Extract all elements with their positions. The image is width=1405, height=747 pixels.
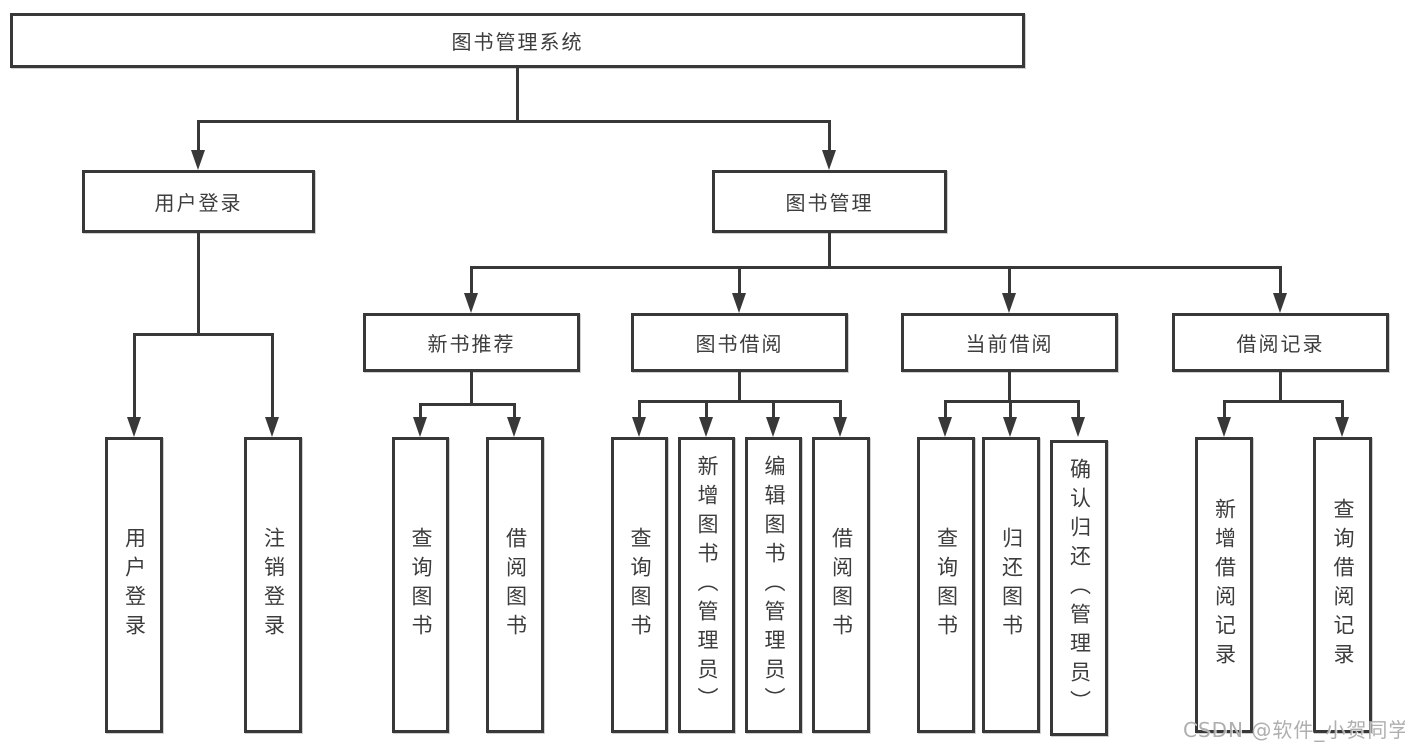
arrow-down-icon — [127, 417, 141, 437]
connector-drop-leaf — [271, 333, 274, 417]
arrow-down-icon — [1335, 417, 1349, 437]
connector-drop-borrowing-records — [1279, 266, 1282, 294]
connector-level2-hline — [470, 266, 1281, 269]
leaf-query-books-current: 查询图书 — [917, 437, 975, 733]
connector-drop-leaf — [772, 400, 775, 417]
connector-group1-hline — [133, 333, 274, 336]
node-current-borrowing: 当前借阅 — [901, 313, 1118, 372]
leaf-query-books-borrowing: 查询图书 — [611, 437, 668, 733]
connector-drop-leaf — [513, 403, 516, 417]
leaf-add-borrow-record: 新增借阅记录 — [1195, 437, 1253, 733]
connector-drop-user-login — [197, 120, 200, 152]
connector-borrowing-records-stub — [1279, 372, 1282, 402]
connector-group5-hline — [1223, 400, 1342, 403]
leaf-query-books-recommend: 查询图书 — [392, 437, 449, 733]
watermark-text: CSDN @软件_小贺同学 — [1183, 718, 1405, 742]
connector-new-book-stub — [470, 372, 473, 403]
arrow-down-icon — [1003, 417, 1017, 437]
node-book-management: 图书管理 — [712, 170, 947, 233]
connector-drop-current-borrowing — [1008, 266, 1011, 294]
node-user-login: 用户登录 — [82, 170, 315, 233]
connector-group2-hline — [419, 403, 516, 406]
arrow-down-icon — [732, 293, 746, 313]
arrow-down-icon — [1071, 417, 1085, 437]
arrow-down-icon — [632, 417, 646, 437]
arrow-down-icon — [766, 417, 780, 437]
connector-drop-book-management — [828, 120, 831, 152]
node-borrowing-records: 借阅记录 — [1172, 313, 1389, 372]
connector-drop-leaf — [1009, 400, 1012, 417]
connector-drop-leaf — [1223, 400, 1226, 417]
leaf-add-books-admin: 新增图书（管理员） — [678, 437, 735, 733]
arrow-down-icon — [413, 417, 427, 437]
connector-drop-leaf — [839, 400, 842, 417]
arrow-down-icon — [191, 150, 205, 170]
leaf-borrow-books-recommend: 借阅图书 — [486, 437, 544, 733]
connector-current-borrowing-stub — [1008, 372, 1011, 402]
connector-drop-leaf — [638, 400, 641, 417]
arrow-down-icon — [1273, 293, 1287, 313]
node-new-book-recommendation: 新书推荐 — [363, 313, 580, 372]
arrow-down-icon — [938, 417, 952, 437]
connector-drop-leaf — [944, 400, 947, 417]
connector-drop-new-book — [470, 266, 473, 294]
arrow-down-icon — [507, 417, 521, 437]
leaf-logout-login: 注销登录 — [244, 437, 302, 733]
connector-book-management-stub — [828, 233, 831, 266]
connector-group3-hline — [638, 400, 842, 403]
connector-drop-leaf — [1077, 400, 1080, 417]
leaf-user-login: 用户登录 — [105, 437, 163, 733]
arrow-down-icon — [699, 417, 713, 437]
arrow-down-icon — [464, 293, 478, 313]
arrow-down-icon — [833, 417, 847, 437]
connector-drop-book-borrowing — [738, 266, 741, 294]
leaf-query-borrow-record: 查询借阅记录 — [1313, 437, 1372, 733]
arrow-down-icon — [265, 417, 279, 437]
connector-level1-hline — [197, 120, 831, 123]
connector-root-stub — [516, 68, 519, 120]
node-library-management-system: 图书管理系统 — [10, 13, 1025, 68]
leaf-return-books: 归还图书 — [982, 437, 1040, 733]
connector-user-login-stub — [197, 233, 200, 333]
connector-group4-hline — [944, 400, 1080, 403]
arrow-down-icon — [1002, 293, 1016, 313]
connector-drop-leaf — [419, 403, 422, 417]
leaf-borrow-books-borrowing: 借阅图书 — [812, 437, 870, 733]
leaf-confirm-return-admin: 确认归还（管理员） — [1050, 440, 1108, 736]
connector-book-borrowing-stub — [738, 372, 741, 402]
leaf-edit-books-admin: 编辑图书（管理员） — [745, 437, 802, 733]
arrow-down-icon — [1217, 417, 1231, 437]
connector-drop-leaf — [1341, 400, 1344, 417]
connector-drop-leaf — [133, 333, 136, 417]
arrow-down-icon — [822, 150, 836, 170]
node-book-borrowing: 图书借阅 — [631, 313, 848, 372]
connector-drop-leaf — [705, 400, 708, 417]
